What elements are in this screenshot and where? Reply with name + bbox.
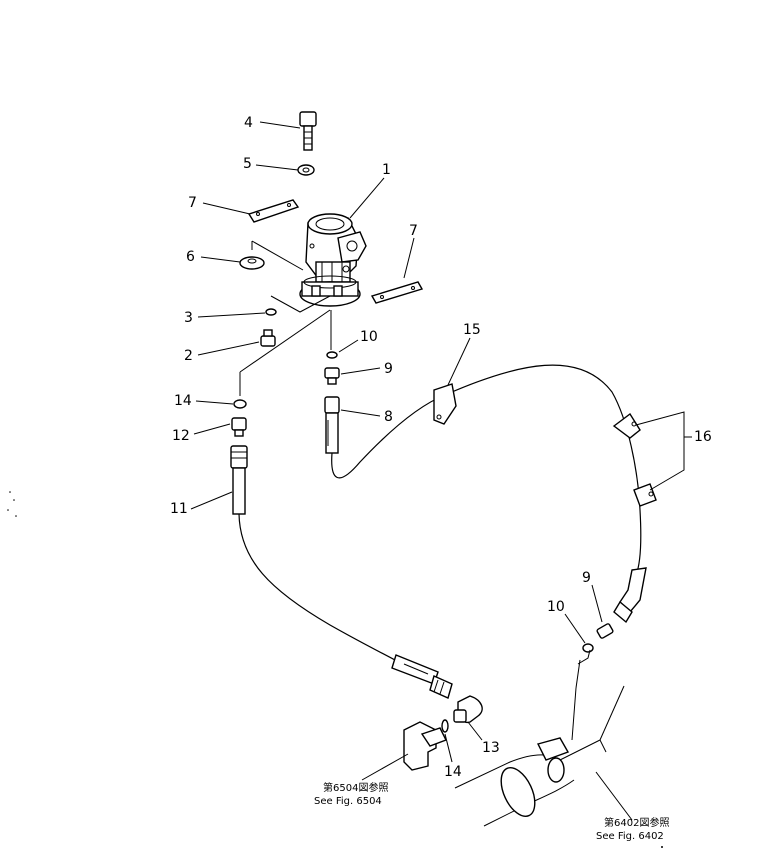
leader-10-lower (564, 613, 586, 644)
assembly-line-3 (270, 295, 331, 313)
leader-10-upper (338, 339, 359, 353)
washer-part-5 (297, 164, 315, 176)
leader-14-upper (195, 400, 234, 405)
leader-16 (635, 411, 685, 491)
hose-end-elbow-right (613, 567, 647, 624)
callout-7-left: 7 (188, 195, 197, 211)
component-fig-6504 (403, 721, 447, 771)
connector-part-9-upper (324, 367, 340, 385)
callout-10-lower: 10 (547, 599, 565, 615)
leader-2 (197, 341, 260, 356)
reference-fig-6402-en: See Fig. 6402 (596, 831, 664, 842)
callout-1: 1 (382, 162, 391, 178)
callout-15: 15 (463, 322, 481, 338)
clamp-part-16-lower (633, 483, 657, 507)
callout-6: 6 (186, 249, 195, 265)
elbow-part-13 (453, 695, 483, 724)
reference-fig-6402-jp: 第6402図参照 (604, 816, 669, 829)
long-hose-line (331, 364, 642, 576)
leader-6 (200, 256, 241, 263)
leader-1 (349, 177, 385, 219)
bracket-plate-part-7-left (247, 199, 300, 223)
connection-line-left (239, 309, 331, 373)
o-ring-part-14-upper (233, 399, 247, 409)
leader-4 (259, 121, 301, 129)
o-ring-part-10-upper (326, 351, 338, 359)
o-ring-part-3 (265, 308, 277, 316)
leader-7-left (202, 202, 251, 215)
callout-13: 13 (482, 740, 500, 756)
bolt-part-4 (299, 111, 317, 151)
clamp-part-15 (433, 383, 457, 425)
callout-10-upper: 10 (360, 329, 378, 345)
leader-3 (197, 312, 266, 318)
callout-11: 11 (170, 501, 188, 517)
callout-9-lower: 9 (582, 570, 591, 586)
plug-part-2 (260, 329, 276, 347)
scan-specks (7, 491, 663, 848)
callout-9-upper: 9 (384, 361, 393, 377)
leader-12 (193, 423, 231, 435)
assembly-line-6 (251, 240, 304, 271)
leader-7-right (403, 237, 415, 279)
clamp-part-16-upper (612, 412, 641, 439)
spacer-part-6 (239, 256, 265, 270)
leader-13 (467, 721, 483, 741)
o-ring-part-14-lower (441, 719, 449, 733)
callout-4: 4 (244, 115, 253, 131)
leader-fig-6504 (361, 753, 409, 781)
reference-fig-6504-jp: 第6504図参照 (323, 781, 388, 794)
leader-9-lower (591, 584, 603, 623)
leader-fig-6402 (595, 771, 633, 821)
hose-part-11 (230, 445, 248, 515)
connector-part-9-lower (596, 623, 614, 639)
leader-8 (340, 409, 381, 417)
bracket-plate-part-7-right (370, 281, 424, 304)
leader-11 (190, 491, 233, 510)
callout-12: 12 (172, 428, 190, 444)
callout-2: 2 (184, 348, 193, 364)
hose-part-8 (324, 396, 340, 454)
reference-fig-6504-en: See Fig. 6504 (314, 796, 382, 807)
leader-14-lower (444, 733, 453, 763)
callout-5: 5 (243, 156, 252, 172)
leader-15 (447, 337, 471, 386)
callout-8: 8 (384, 409, 393, 425)
callout-16: 16 (694, 429, 712, 445)
leader-9-upper (340, 367, 381, 375)
callout-14-upper: 14 (174, 393, 192, 409)
component-fig-6402 (454, 649, 625, 827)
o-ring-part-10-lower (582, 643, 594, 653)
hose-11-line (238, 513, 396, 661)
pump-assembly-part-1 (299, 213, 367, 307)
callout-7-right: 7 (409, 223, 418, 239)
hose-11-lower-end (391, 654, 453, 699)
callout-14-lower: 14 (444, 764, 462, 780)
connector-part-12 (231, 417, 247, 437)
leader-5 (255, 164, 299, 171)
callout-3: 3 (184, 310, 193, 326)
